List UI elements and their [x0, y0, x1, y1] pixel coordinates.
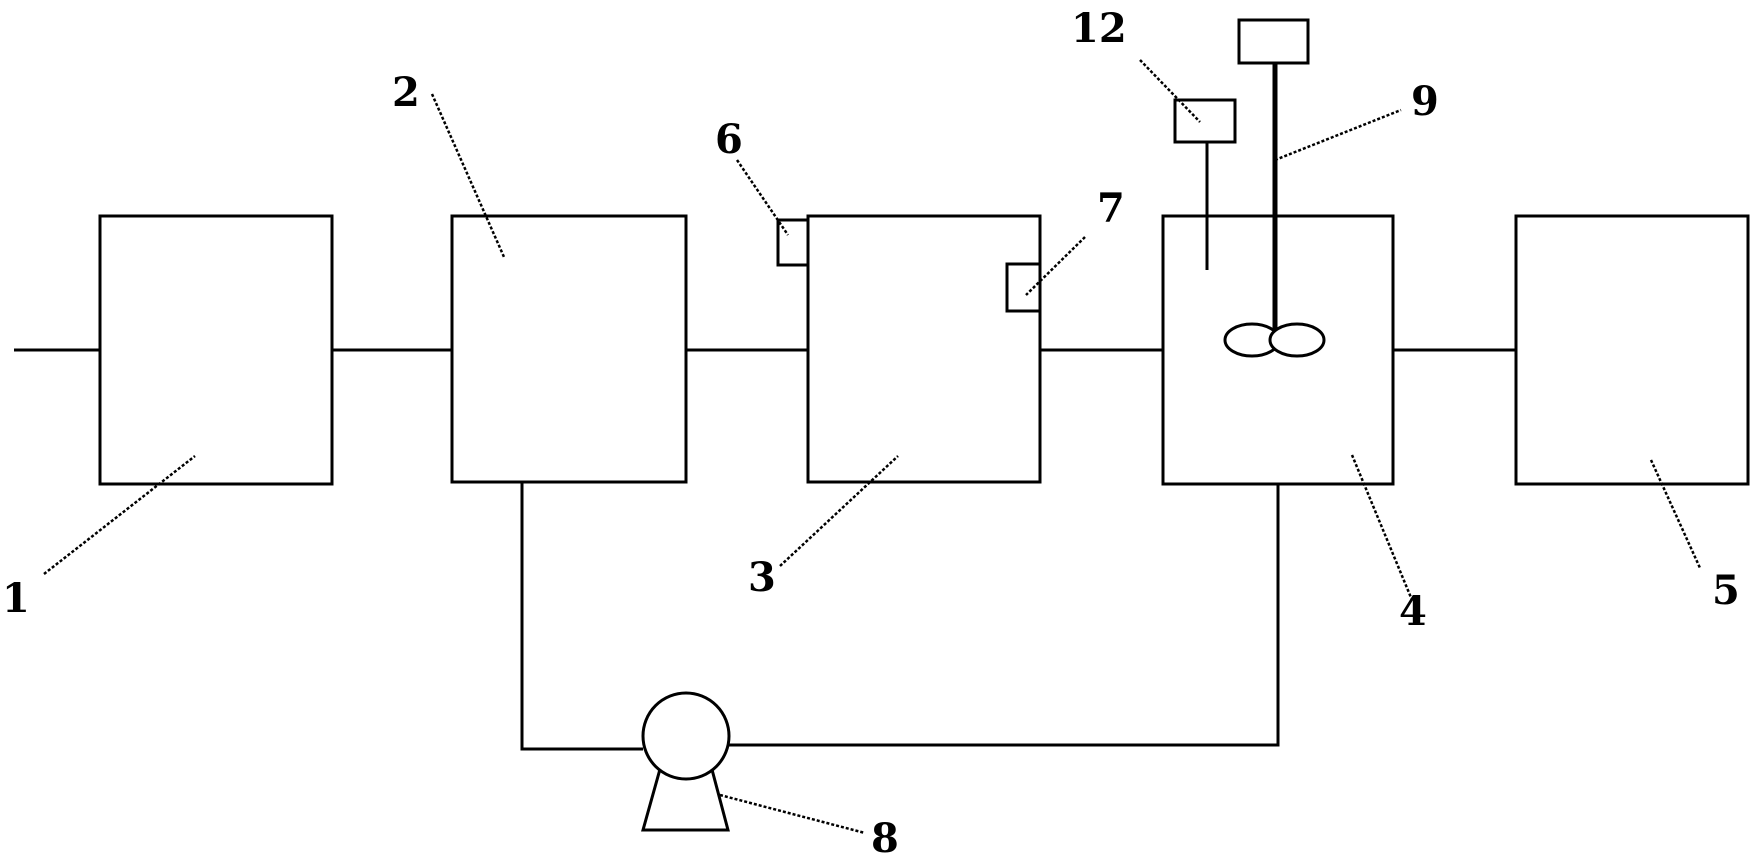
leader-7 — [1025, 236, 1086, 296]
label-9: 9 — [1411, 78, 1439, 125]
label-6: 6 — [715, 116, 743, 163]
unit-2-box — [450, 214, 688, 484]
leader-9 — [1274, 108, 1402, 162]
probe-12-head — [1173, 98, 1237, 144]
unit-3-box — [806, 214, 1042, 484]
label-2: 2 — [392, 69, 420, 116]
agitator-blade-right — [1268, 322, 1326, 358]
pump-8-icon — [641, 691, 731, 781]
leader-1 — [43, 455, 196, 575]
leader-4 — [1350, 454, 1414, 601]
label-1: 1 — [2, 575, 30, 622]
sensor-6-box — [776, 218, 810, 267]
label-4: 4 — [1399, 588, 1427, 635]
label-5: 5 — [1712, 567, 1740, 614]
unit-5-box — [1514, 214, 1750, 486]
label-12: 12 — [1071, 5, 1127, 52]
label-3: 3 — [748, 554, 776, 601]
recirculation-pipe-right — [728, 484, 1280, 747]
leader-6 — [735, 159, 790, 236]
leader-3 — [779, 455, 899, 567]
recirculation-pipe-left — [520, 482, 643, 751]
label-8: 8 — [871, 815, 899, 857]
agitator-motor — [1237, 18, 1310, 65]
leader-8 — [719, 793, 866, 835]
unit-1-box — [98, 214, 334, 486]
label-7: 7 — [1097, 185, 1125, 232]
leader-12 — [1139, 59, 1201, 123]
